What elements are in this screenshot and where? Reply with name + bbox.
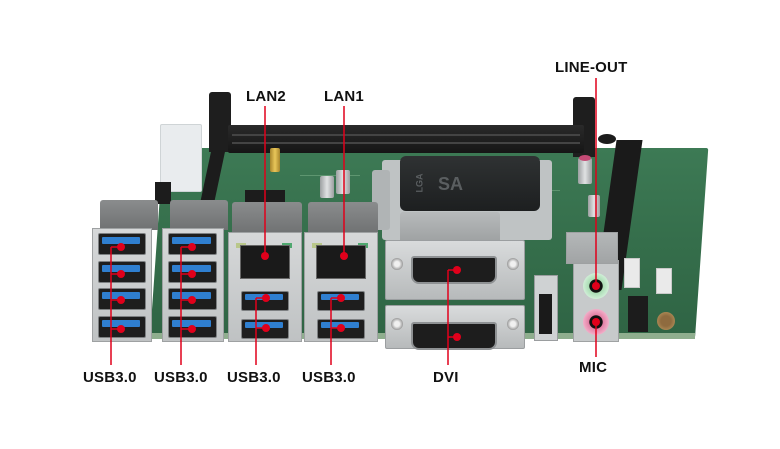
socket-cover-text: SA bbox=[438, 174, 464, 194]
usb-stack-2-top bbox=[170, 200, 228, 230]
dimm-slot bbox=[228, 125, 584, 153]
label-usb-lan2: USB3.0 bbox=[227, 369, 281, 386]
capacitor bbox=[588, 195, 600, 217]
audio-housing bbox=[566, 232, 618, 264]
atx-power-connector bbox=[160, 124, 202, 192]
lan2-rj45-port bbox=[240, 245, 290, 279]
lan1-callout-dot bbox=[340, 252, 348, 260]
label-line-out: LINE-OUT bbox=[555, 59, 628, 76]
capacitor-top bbox=[579, 155, 591, 161]
dvi-port-upper bbox=[411, 256, 497, 284]
dimm-latch-left bbox=[209, 92, 231, 152]
lan2-stack-top bbox=[232, 202, 302, 234]
pin-header bbox=[628, 296, 648, 332]
mounting-hole bbox=[657, 312, 675, 330]
dvi-screw bbox=[391, 258, 403, 270]
label-lan2: LAN2 bbox=[246, 88, 286, 105]
label-dvi: DVI bbox=[433, 369, 459, 386]
lan1-rj45-port bbox=[316, 245, 366, 279]
usb-stack-1-top bbox=[100, 200, 158, 230]
capacitor bbox=[270, 148, 280, 172]
fan-connector bbox=[656, 268, 672, 294]
fan-connector bbox=[624, 258, 640, 288]
dimm-groove bbox=[232, 134, 580, 136]
capacitor bbox=[578, 158, 592, 184]
dimm-groove bbox=[232, 142, 580, 144]
mic-callout-dot bbox=[592, 318, 600, 326]
line-out-callout-dot bbox=[592, 282, 600, 290]
lan2-callout-dot bbox=[261, 252, 269, 260]
dvi-screw bbox=[507, 318, 519, 330]
label-usb-stack-1: USB3.0 bbox=[83, 369, 137, 386]
cpu-socket-cover: SA LGA bbox=[400, 156, 540, 211]
hdmi-opening bbox=[539, 294, 552, 334]
label-usb-lan1: USB3.0 bbox=[302, 369, 356, 386]
hdmi-port bbox=[534, 275, 558, 341]
dvi-port-lower bbox=[411, 322, 497, 350]
label-mic: MIC bbox=[579, 359, 608, 376]
dvi-top-housing bbox=[400, 212, 500, 242]
lan1-stack-top bbox=[308, 202, 378, 234]
buzzer bbox=[598, 134, 616, 144]
dvi-screw bbox=[507, 258, 519, 270]
pcb-trace bbox=[300, 175, 360, 176]
label-usb-stack-2: USB3.0 bbox=[154, 369, 208, 386]
capacitor bbox=[320, 176, 334, 198]
fan-header bbox=[155, 182, 171, 204]
label-lan1: LAN1 bbox=[324, 88, 364, 105]
dvi-screw bbox=[391, 318, 403, 330]
capacitor bbox=[336, 170, 350, 194]
